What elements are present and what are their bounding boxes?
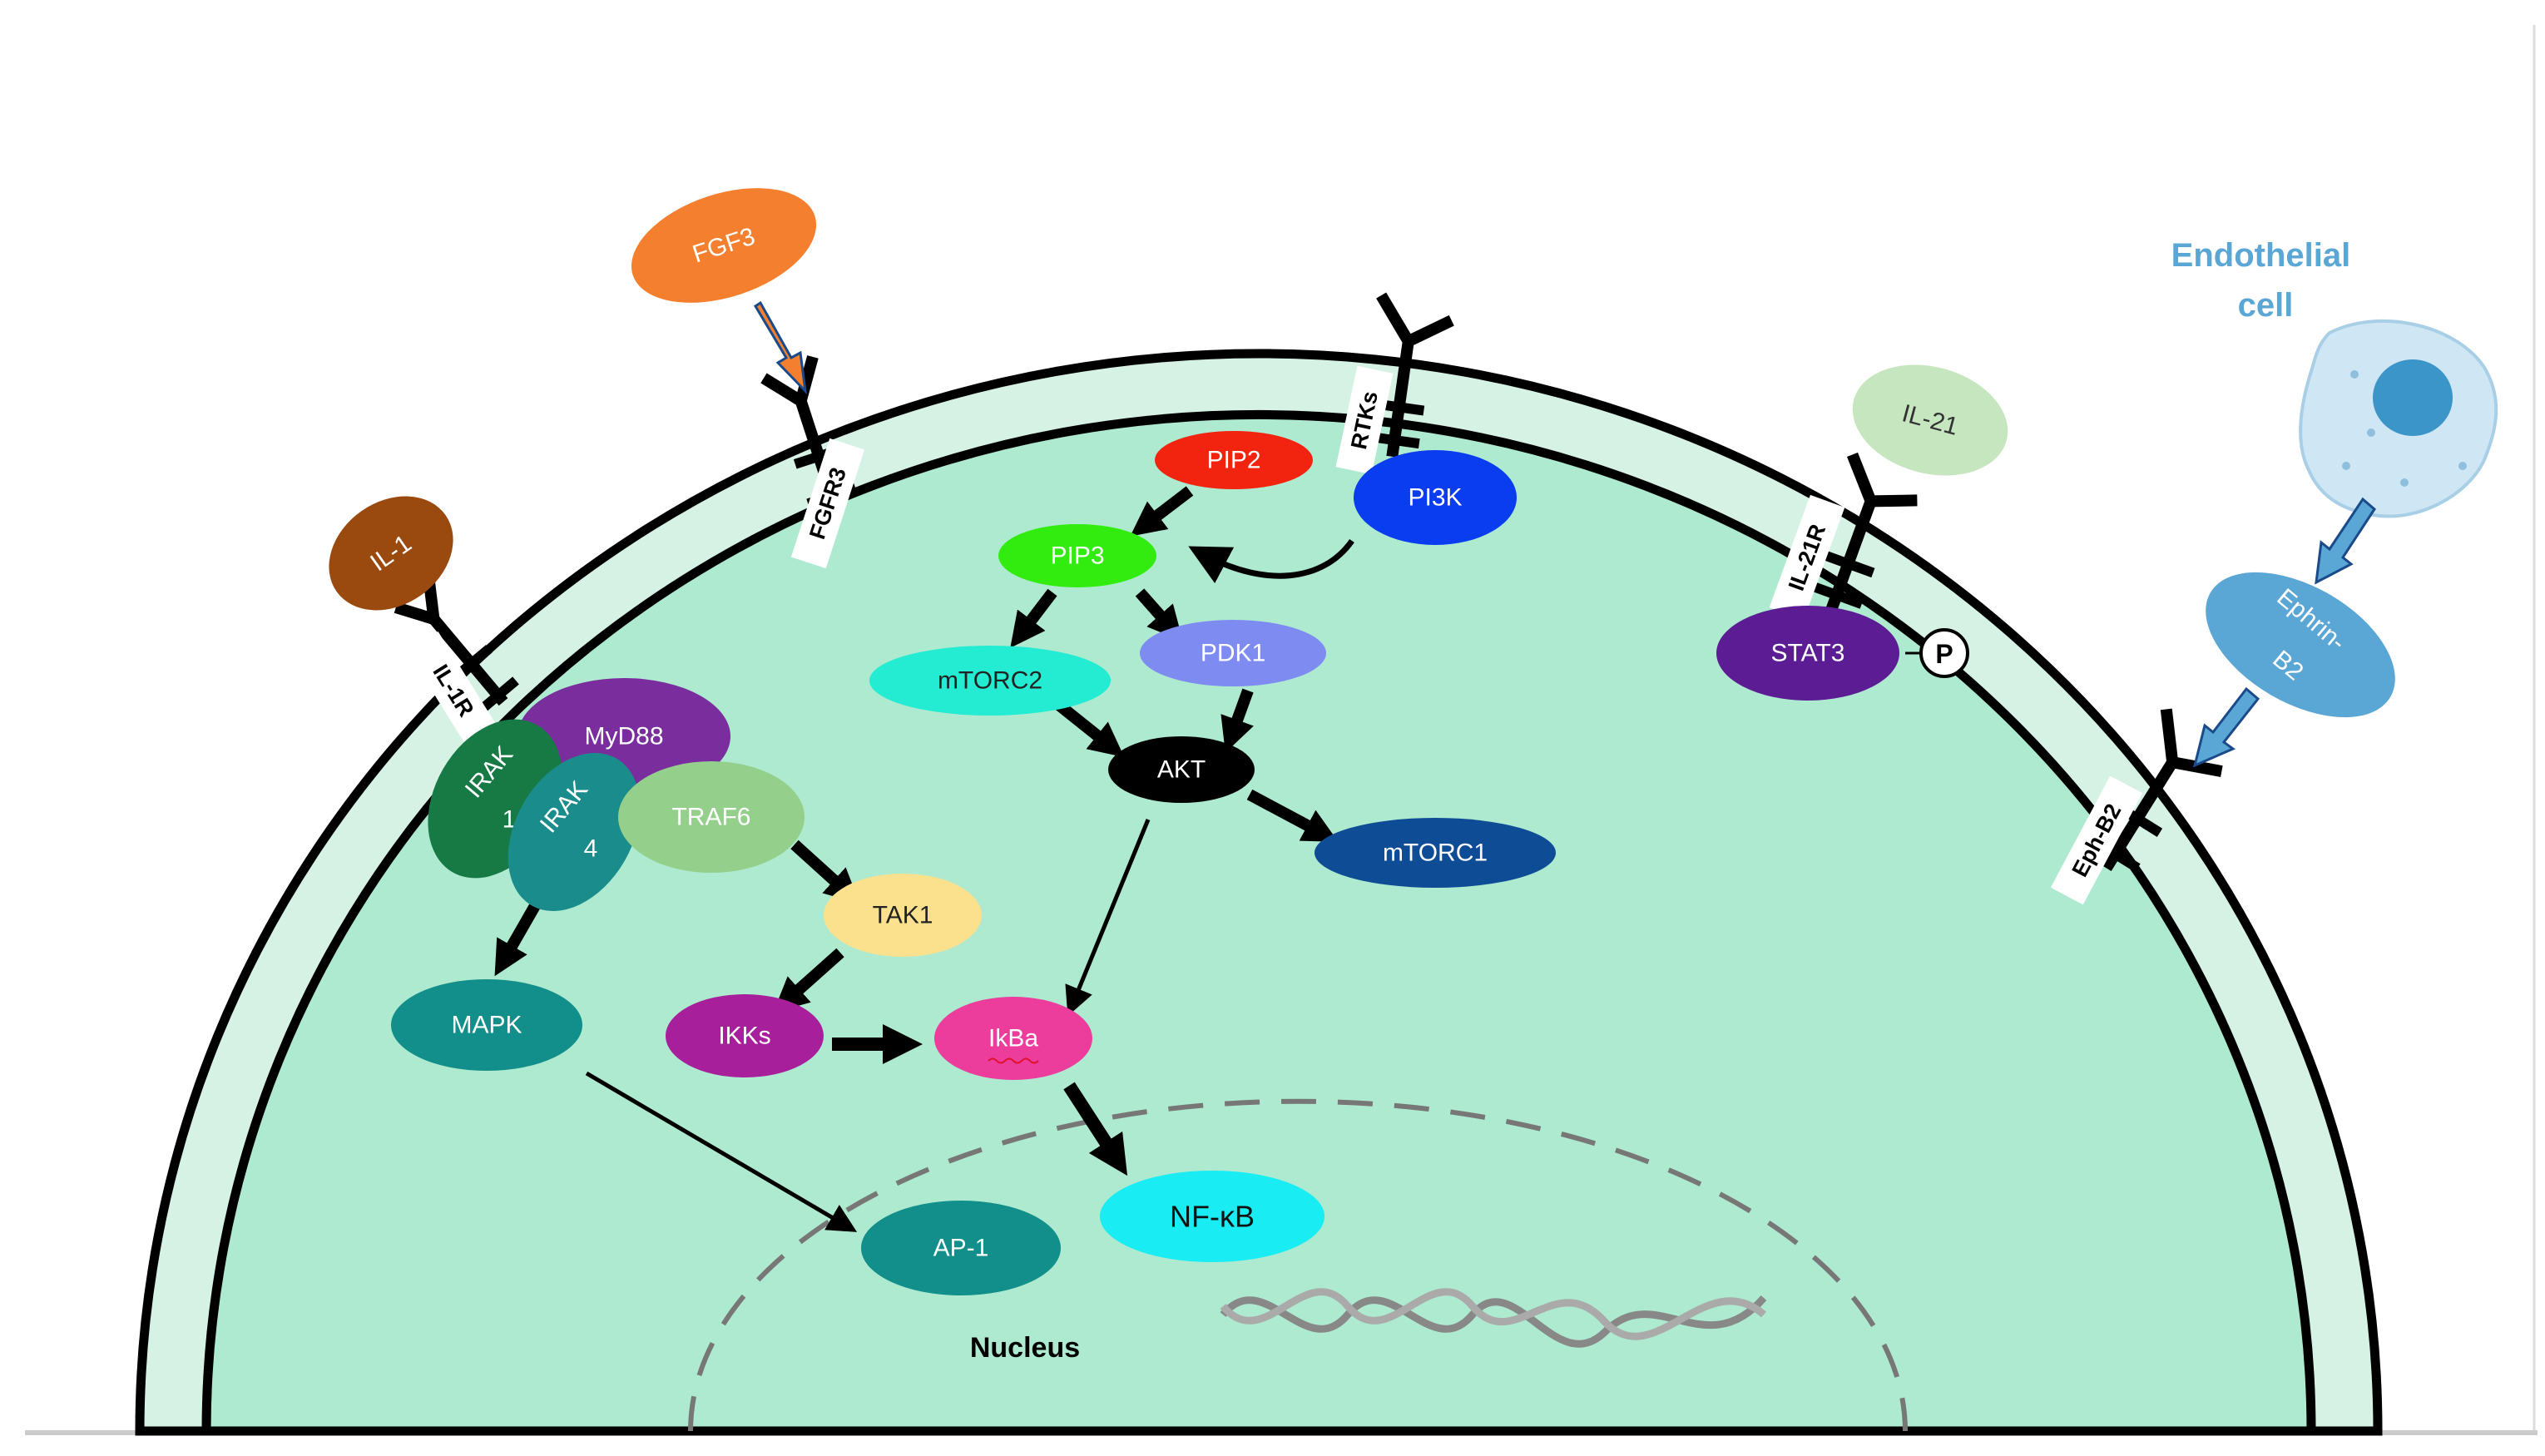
irak4-line-2: 4 — [584, 835, 598, 863]
mtorc2-label: mTORC2 — [938, 667, 1042, 695]
endothelial-line-1: Endothelial — [2171, 237, 2351, 274]
fgf3-ligand: FGF3 — [631, 188, 817, 303]
pip3-label: PIP3 — [1050, 542, 1104, 570]
pip2-node: PIP2 — [1155, 431, 1313, 489]
tak1-node: TAK1 — [824, 874, 982, 957]
irak4-node: IRAK 4 — [508, 752, 641, 912]
ikks-node: IKKs — [666, 994, 824, 1077]
irak1-line-2: 1 — [503, 806, 517, 834]
endothelial-arrow — [2315, 497, 2376, 585]
il1-ligand: IL-1 — [329, 496, 453, 611]
mapk-node: MAPK — [391, 979, 582, 1071]
pdk1-node: PDK1 — [1140, 620, 1326, 686]
traf6-label: TRAF6 — [671, 804, 750, 831]
dna-icon — [1220, 1288, 1767, 1348]
pdk1-label: PDK1 — [1201, 640, 1265, 667]
myd88-label: MyD88 — [584, 723, 663, 750]
mtorc1-node: mTORC1 — [1315, 818, 1556, 888]
ikba-label: IkBa — [988, 1025, 1038, 1052]
pi3k-label: PI3K — [1408, 484, 1462, 512]
rtks-receptor: RTKs — [1335, 292, 1454, 475]
fgf3-arrow — [753, 300, 808, 395]
pathway-arrows — [494, 486, 1354, 1232]
nucleus-label: Nucleus — [970, 1332, 1080, 1364]
nfkb-label: NF-κB — [1170, 1200, 1255, 1234]
ap1-label: AP-1 — [933, 1235, 989, 1262]
pi3k-node: PI3K — [1354, 450, 1517, 545]
il21r-receptor: IL-21R — [1769, 452, 1918, 621]
nfkb-node: NF-κB — [1100, 1171, 1324, 1262]
il21-ligand: IL-21 — [1852, 364, 2008, 476]
stat3-label: STAT3 — [1771, 640, 1845, 667]
phospho-circle — [1919, 628, 1969, 678]
phospho-label: P — [1935, 639, 1953, 669]
il1r-receptor: IL-1R — [394, 578, 519, 750]
mapk-label: MAPK — [451, 1012, 522, 1039]
endothelial-label: Endothelial cell — [2171, 237, 2360, 324]
mtorc2-node: mTORC2 — [869, 646, 1111, 716]
fgfr3-receptor: FGFR3 — [760, 355, 865, 569]
pip3-node: PIP3 — [998, 524, 1156, 587]
ephrin-arrow — [2192, 686, 2260, 768]
nucleus-envelope — [688, 1098, 1908, 1432]
ikba-underline — [988, 1057, 1039, 1064]
pip2-label: PIP2 — [1206, 447, 1260, 474]
mtorc1-label: mTORC1 — [1383, 839, 1488, 867]
akt-label: AKT — [1157, 756, 1206, 784]
endothelial-cell-icon — [2299, 319, 2498, 518]
endothelial-line-2: cell — [2238, 287, 2294, 324]
ap1-node: AP-1 — [861, 1201, 1061, 1295]
akt-node: AKT — [1108, 736, 1255, 803]
ikba-node: IkBa — [934, 997, 1092, 1080]
ikks-label: IKKs — [718, 1023, 770, 1050]
traf6-node: TRAF6 — [618, 761, 805, 873]
ephb2-receptor: Eph-B2 — [2050, 708, 2223, 905]
tak1-label: TAK1 — [873, 902, 933, 929]
ephrin-b2-ligand: Ephrin- B2 — [2206, 572, 2395, 718]
stat3-node: STAT3 P — [1716, 606, 1969, 701]
